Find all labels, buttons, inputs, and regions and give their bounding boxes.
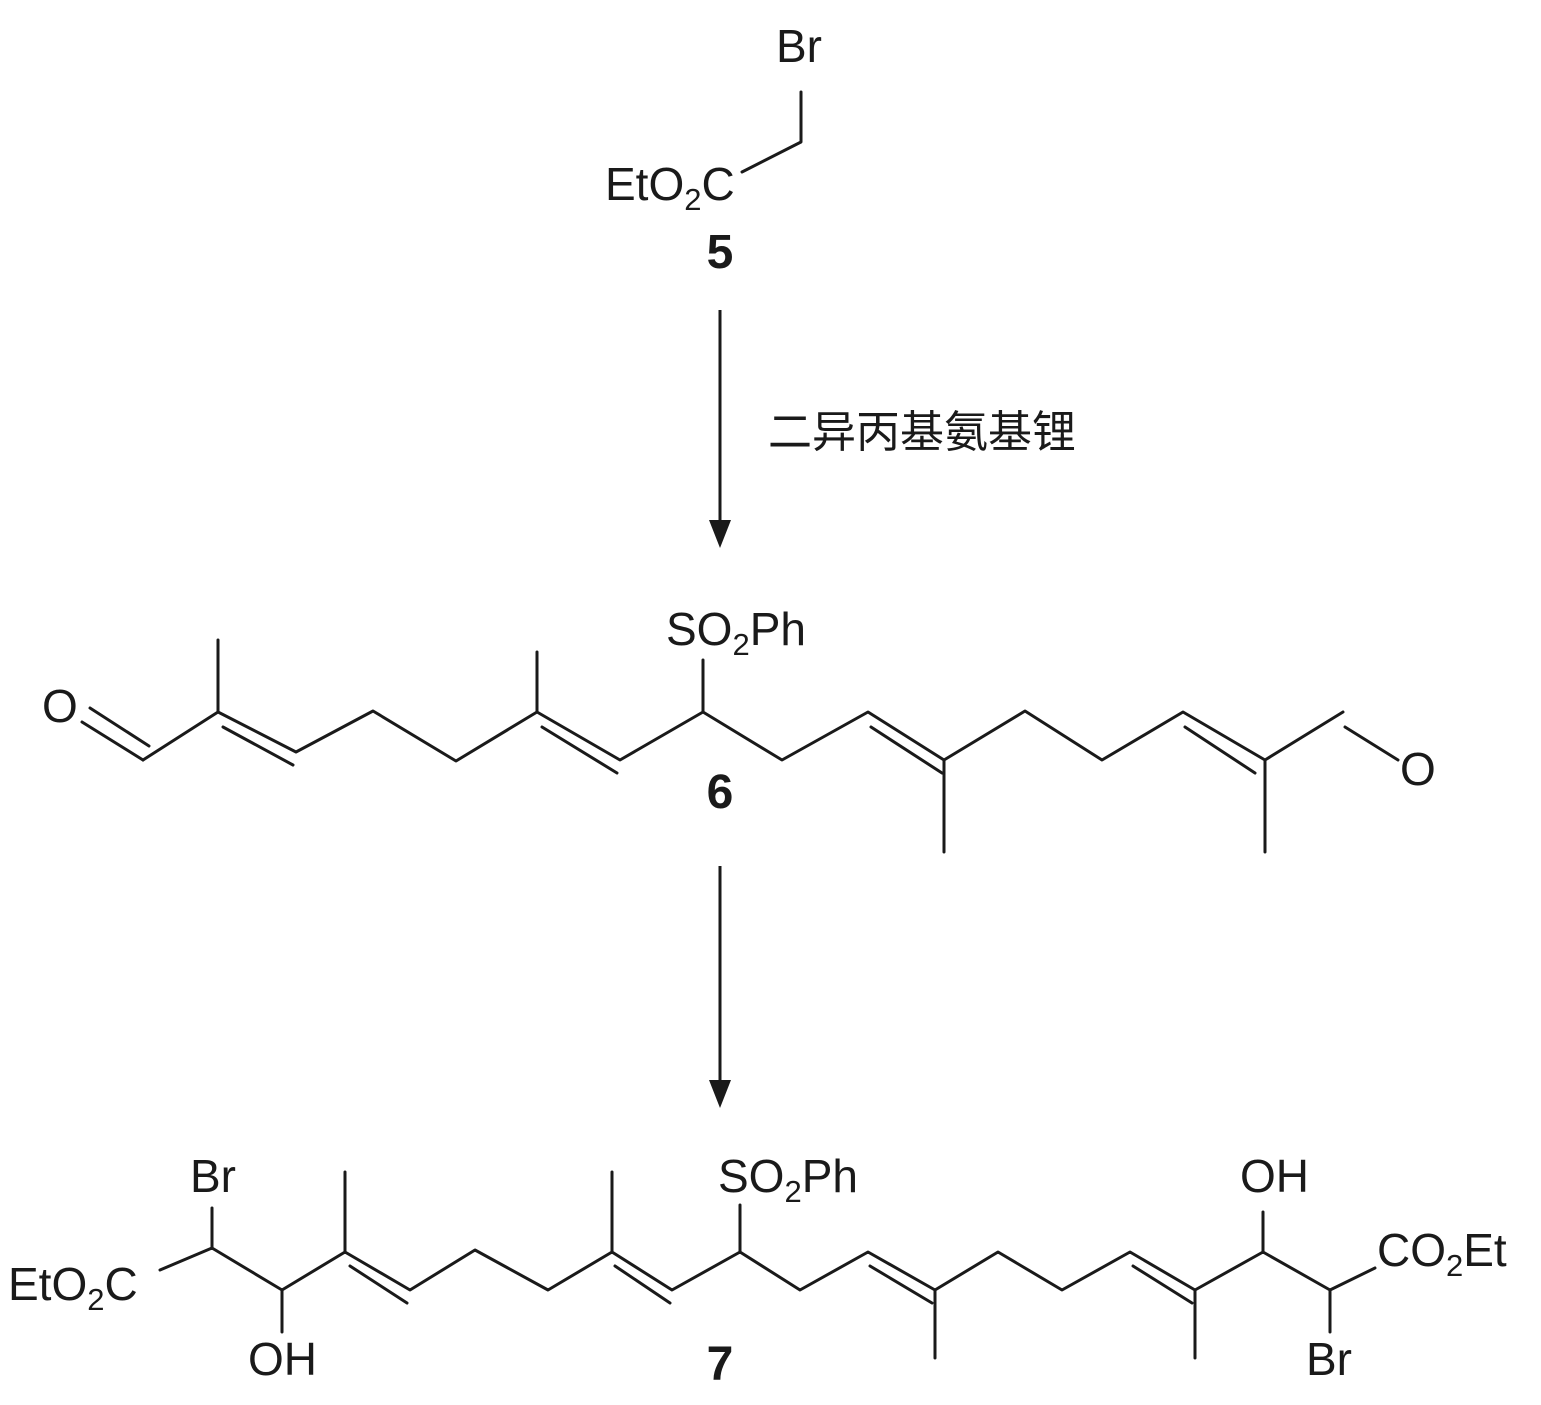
sulfonyl-subscript: 2: [732, 627, 749, 662]
double-bond: [221, 725, 295, 767]
compound-7-label: 7: [707, 1338, 734, 1391]
ester-right-co: CO: [1377, 1224, 1446, 1276]
hydroxyl-left: OH: [248, 1333, 317, 1385]
bromine-atom-right: Br: [1306, 1333, 1352, 1385]
hydroxyl-right: OH: [1240, 1150, 1309, 1202]
ester-prefix: EtO: [605, 158, 684, 210]
sulfonyl-ph: Ph: [750, 603, 806, 655]
double-bond: [1183, 725, 1257, 775]
arrow-head: [709, 1080, 731, 1108]
compound-6-label: 6: [707, 766, 734, 819]
compound-6-structure: O SO2Ph O: [42, 603, 1436, 854]
carbon-chain: [141, 709, 1345, 763]
double-bond: [869, 725, 944, 775]
ester-right-et: Et: [1463, 1224, 1507, 1276]
oxygen-atom-right: O: [1400, 743, 1436, 795]
ester-right-subscript: 2: [1446, 1248, 1463, 1283]
sulfonyl-group: SO2Ph: [718, 1150, 858, 1209]
reaction-arrow-1: [709, 310, 731, 548]
compound-5-label: 5: [707, 226, 734, 279]
ester-left-carbon: C: [105, 1258, 138, 1310]
double-bond: [80, 720, 145, 762]
ester-group-left: EtO2C: [8, 1258, 138, 1317]
ester-carbon: C: [702, 158, 735, 210]
bromine-atom-left: Br: [190, 1150, 236, 1202]
reaction-arrow-2: [709, 866, 731, 1108]
ester-group-right: CO2Et: [1377, 1224, 1507, 1283]
double-bond: [88, 706, 151, 748]
double-bond: [1131, 1264, 1194, 1305]
bond: [740, 90, 803, 174]
double-bond: [1343, 725, 1400, 762]
ester-group: EtO2C: [605, 158, 735, 217]
sulfonyl-s: SO: [666, 603, 732, 655]
bromine-atom: Br: [776, 20, 822, 72]
sulfonyl-group: SO2Ph: [666, 603, 806, 662]
sulfonyl-ph: Ph: [802, 1150, 858, 1202]
compound-5-structure: Br EtO2C: [605, 20, 822, 217]
compound-7-structure: Br EtO2C OH SO2Ph OH CO2Et Br: [8, 1150, 1507, 1385]
ester-left-subscript: 2: [87, 1282, 104, 1317]
ester-subscript: 2: [684, 182, 701, 217]
double-bond: [613, 1264, 672, 1305]
oxygen-atom-left: O: [42, 680, 78, 732]
double-bond: [540, 725, 619, 775]
sulfonyl-subscript: 2: [784, 1174, 801, 1209]
reagent-label: 二异丙基氨基锂: [768, 407, 1076, 458]
double-bond: [868, 1264, 934, 1305]
ester-left-prefix: EtO: [8, 1258, 87, 1310]
sulfonyl-s: SO: [718, 1150, 784, 1202]
arrow-head: [709, 520, 731, 548]
double-bond: [348, 1264, 409, 1305]
carbon-chain: [158, 1246, 1377, 1292]
